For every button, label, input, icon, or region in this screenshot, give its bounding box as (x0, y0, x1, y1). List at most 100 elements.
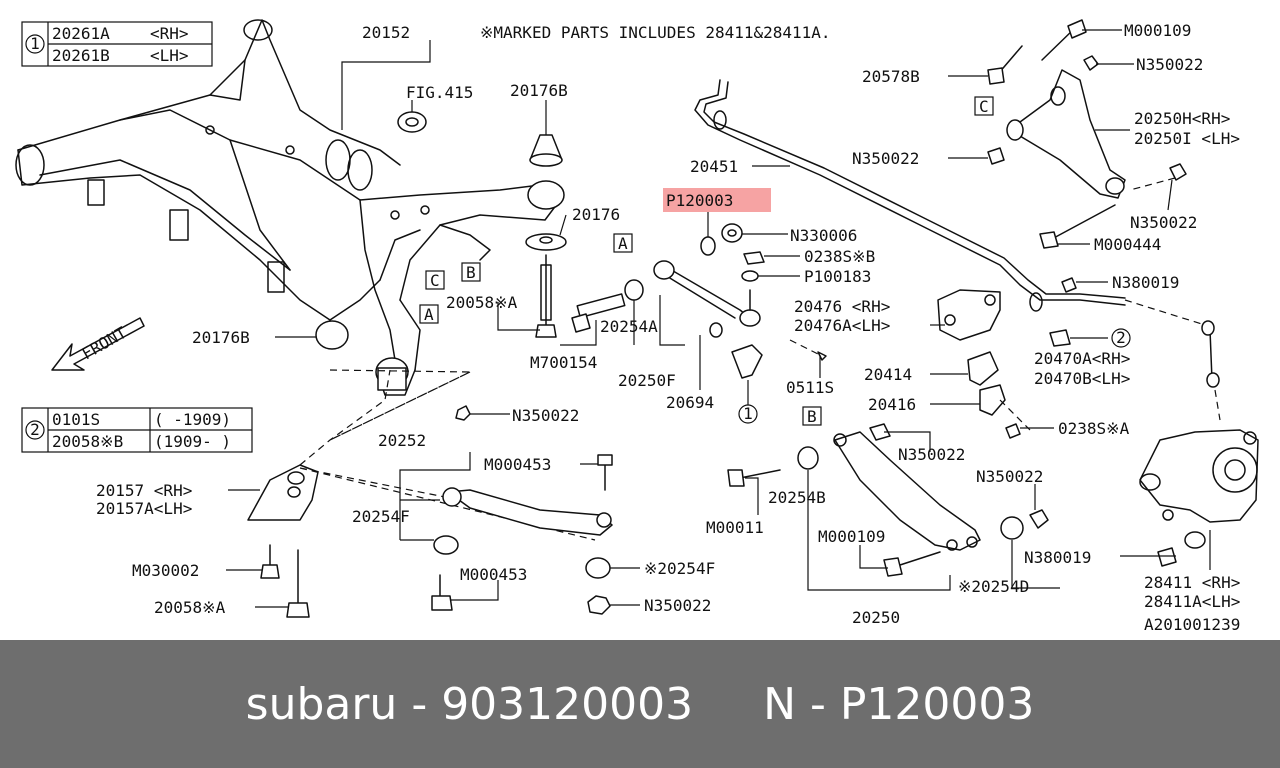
tag-two-text: 2 (1116, 328, 1126, 347)
label-20254a: 20254A (600, 317, 658, 336)
label-20152: 20152 (362, 23, 410, 42)
legend-box-1: 1 20261A <RH> 20261B <LH> (21, 21, 213, 67)
header-note: ※MARKED PARTS INCLUDES 28411&28411A. (480, 23, 831, 42)
label-20252: 20252 (378, 431, 426, 450)
tag-b-left-text: B (466, 263, 476, 282)
tag-one-text: 1 (743, 404, 753, 423)
label-20416: 20416 (868, 395, 916, 414)
label-n350022-c: N350022 (852, 149, 919, 168)
footer-brand: subaru (245, 678, 398, 730)
lower-arm-drawing (727, 423, 1177, 577)
label-m030002: M030002 (132, 561, 199, 580)
label-20254b: 20254B (768, 488, 826, 507)
legend-1-row1-part: 20261A (52, 24, 110, 43)
label-20476: 20476 <RH> (794, 297, 890, 316)
legend-2-row1-part: 0101S (52, 410, 100, 429)
front-label: FRONT (79, 323, 131, 364)
label-m000453-top: M000453 (484, 455, 551, 474)
lateral-link-20252-drawing (431, 405, 613, 615)
label-0511s: 0511S (786, 378, 834, 397)
tag-c-right-text: C (979, 97, 989, 116)
label-20254f-marked: ※20254F (644, 559, 715, 578)
subframe-mount-top-drawing (525, 134, 567, 338)
tag-b-right-text: B (807, 407, 817, 426)
footer-part-name: N - P120003 (763, 678, 1035, 730)
label-20176b-top: 20176B (510, 81, 568, 100)
subframe-bracket-drawing (247, 464, 319, 618)
legend-2-row2-range: (1909- ) (154, 432, 231, 451)
label-20250f: 20250F (618, 371, 676, 390)
legend-box-2: 2 0101S ( -1909) 20058※B (1909- ) (21, 407, 253, 453)
legend-1-row2-part: 20261B (52, 46, 110, 65)
label-m000444: M000444 (1094, 235, 1161, 254)
rear-knuckle-drawing (1139, 429, 1259, 549)
highlight-box (663, 188, 771, 212)
footer-part-number: 903120003 (441, 678, 694, 730)
tag-two-circle (1111, 328, 1131, 348)
legend-1-row2-side: <LH> (150, 46, 189, 65)
upper-arm-drawing (987, 19, 1187, 249)
label-28411: 28411 <RH> (1144, 573, 1240, 592)
legend-2-row1-range: ( -1909) (154, 410, 231, 429)
label-20470b: 20470B<LH> (1034, 369, 1130, 388)
footer-text: subaru - 903120003 N - P120003 (245, 678, 1035, 730)
label-n350022-tr: N350022 (1136, 55, 1203, 74)
label-20414: 20414 (864, 365, 912, 384)
leader-lines (226, 29, 1211, 608)
stabilizer-bar-drawing (694, 79, 1126, 312)
label-20476a: 20476A<LH> (794, 316, 890, 335)
label-20058a-b: 20058※A (154, 598, 226, 617)
highlighted-part-label: P120003 (666, 191, 733, 210)
label-20176b-left: 20176B (192, 328, 250, 347)
label-a201001239: A201001239 (1144, 615, 1240, 634)
label-20157: 20157 <RH> (96, 481, 192, 500)
label-n350022-bb: N350022 (644, 596, 711, 615)
label-20254d: ※20254D (958, 577, 1029, 596)
tag-c-right (974, 96, 994, 116)
label-20254f: 20254F (352, 507, 410, 526)
label-20176: 20176 (572, 205, 620, 224)
label-m00011: M00011 (706, 518, 764, 537)
label-20470a: 20470A<RH> (1034, 349, 1130, 368)
tag-a-left (419, 304, 439, 324)
tag-one-circle (738, 404, 758, 424)
label-fig415: FIG.415 (406, 83, 473, 102)
tag-c-left (425, 270, 445, 290)
label-m000453-b: M000453 (460, 565, 527, 584)
legend-1-index: 1 (30, 34, 40, 53)
label-n350022-br: N350022 (976, 467, 1043, 486)
label-0238s-b: 0238S※B (804, 247, 875, 266)
rear-suspension-parts-diagram: 1 20261A <RH> 20261B <LH> 2 0101S ( -190… (15, 19, 1259, 634)
label-20250h: 20250H<RH> (1134, 109, 1230, 128)
label-n350022-ml: N350022 (512, 406, 579, 425)
label-n380019-b: N380019 (1024, 548, 1091, 567)
tag-a-right-text: A (618, 234, 628, 253)
tag-a-left-text: A (424, 305, 434, 324)
label-28411a: 28411A<LH> (1144, 592, 1240, 611)
label-n380019-top: N380019 (1112, 273, 1179, 292)
footer-bar: subaru - 903120003 N - P120003 (0, 640, 1280, 768)
legend-1-row1-side: <RH> (150, 24, 189, 43)
legend-2-row2-part: 20058※B (52, 432, 123, 451)
label-20250: 20250 (852, 608, 900, 627)
label-20694: 20694 (666, 393, 714, 412)
label-m000109-b: M000109 (818, 527, 885, 546)
toe-link-assembly-drawing (571, 223, 827, 379)
tag-c-left-text: C (430, 271, 440, 290)
label-20451: 20451 (690, 157, 738, 176)
part-labels: 20152 FIG.415 20176B 20176 20058※A 20176… (96, 21, 1240, 634)
tag-b-left (461, 262, 481, 282)
front-arrow: FRONT (51, 317, 145, 371)
label-m700154: M700154 (530, 353, 597, 372)
label-20578b: 20578B (862, 67, 920, 86)
label-m000109-top: M000109 (1124, 21, 1191, 40)
label-n350022-b: N350022 (898, 445, 965, 464)
stabilizer-link-bracket-drawing (937, 277, 1221, 439)
callout-tags: C B A A C B 1 2 (419, 96, 1131, 426)
subframe-bushing-drawing (397, 111, 427, 133)
label-n330006: N330006 (790, 226, 857, 245)
tag-a-right (613, 233, 633, 253)
tag-b-right (802, 406, 822, 426)
subframe-dashed-link-lines (299, 369, 596, 541)
legend-2-index: 2 (30, 420, 40, 439)
